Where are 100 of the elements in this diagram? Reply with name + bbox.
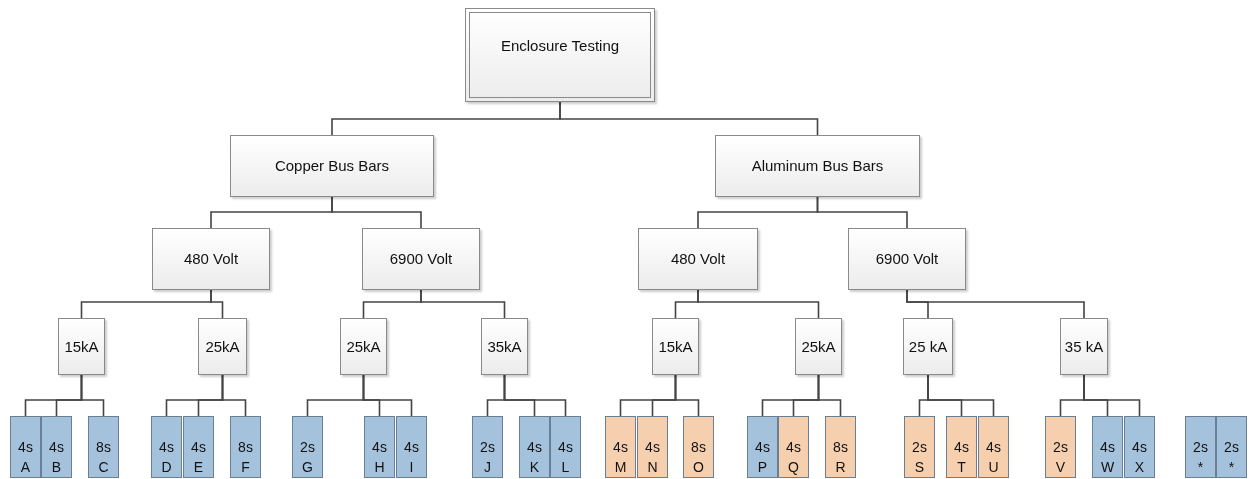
box-label: 35kA	[487, 337, 522, 356]
category-box	[848, 228, 966, 290]
test-cell	[1185, 416, 1216, 478]
duration-label: 8s	[833, 438, 848, 455]
duration-label: 8s	[238, 438, 253, 455]
test-id-label: H	[374, 458, 385, 475]
test-id-label: P	[757, 458, 768, 475]
category-box	[230, 135, 434, 197]
test-id-label: F	[241, 458, 250, 475]
connector-line	[331, 196, 422, 229]
box-label: 35 kA	[1064, 337, 1104, 356]
test-cell	[747, 416, 778, 478]
connector-line	[420, 289, 506, 319]
duration-label: 8s	[96, 438, 111, 455]
test-cell	[41, 416, 72, 478]
duration-label: 2s	[1193, 438, 1208, 455]
duration-label: 8s	[691, 438, 706, 455]
test-id-label: E	[193, 458, 204, 475]
test-cell	[550, 416, 581, 478]
test-id-label: V	[1055, 458, 1066, 475]
test-id-label: S	[914, 458, 925, 475]
duration-label: 2s	[300, 438, 315, 455]
category-box	[58, 318, 105, 375]
test-cell	[10, 416, 41, 478]
test-cell	[637, 416, 668, 478]
duration-label: 4s	[372, 438, 387, 455]
test-cell	[978, 416, 1009, 478]
test-cell	[946, 416, 977, 478]
connector-line	[362, 374, 413, 417]
category-box	[340, 318, 387, 375]
connector-line	[221, 374, 247, 417]
test-cell	[778, 416, 809, 478]
test-id-label: O	[693, 458, 704, 475]
test-cell	[825, 416, 856, 478]
test-id-label: C	[98, 458, 109, 475]
box-label: 6900 Volt	[389, 250, 453, 268]
category-box	[362, 228, 480, 290]
test-id-label: M	[614, 458, 627, 475]
test-cell	[1216, 416, 1247, 478]
connector-line	[817, 374, 842, 417]
category-box	[652, 318, 699, 375]
duration-label: 4s	[404, 438, 419, 455]
test-cell	[519, 416, 550, 478]
duration-label: 4s	[49, 438, 64, 455]
test-cell	[683, 416, 714, 478]
duration-label: 4s	[645, 438, 660, 455]
connector-line	[210, 289, 224, 319]
test-id-label: B	[51, 458, 62, 475]
box-label: 25kA	[801, 337, 836, 356]
category-box	[152, 228, 270, 290]
duration-label: 2s	[1224, 438, 1239, 455]
test-cell	[1124, 416, 1155, 478]
duration-label: 4s	[755, 438, 770, 455]
test-id-label: Q	[788, 458, 799, 475]
box-label: 6900 Volt	[875, 250, 939, 268]
connector-line	[80, 374, 105, 417]
test-id-label: R	[835, 458, 846, 475]
test-cell	[151, 416, 182, 478]
connector-line	[503, 374, 567, 417]
test-id-label: W	[1100, 458, 1115, 475]
box-label: Aluminum Bus Bars	[751, 157, 884, 175]
duration-label: 4s	[558, 438, 573, 455]
connector-line	[927, 374, 995, 417]
duration-label: 4s	[954, 438, 969, 455]
test-id-label: *	[1197, 458, 1204, 475]
category-box	[638, 228, 758, 290]
test-cell	[292, 416, 323, 478]
category-box	[903, 318, 953, 375]
box-label: 15kA	[658, 337, 693, 356]
test-cell	[605, 416, 636, 478]
box-label: 480 Volt	[670, 250, 726, 268]
category-box	[795, 318, 842, 375]
box-label: 25 kA	[908, 337, 948, 356]
test-cell	[1092, 416, 1123, 478]
duration-label: 2s	[1053, 438, 1068, 455]
test-cell	[1045, 416, 1076, 478]
duration-label: 4s	[786, 438, 801, 455]
test-cell	[230, 416, 261, 478]
test-id-label: K	[529, 458, 540, 475]
test-id-label: A	[20, 458, 31, 475]
category-box	[198, 318, 247, 375]
test-id-label: I	[409, 458, 414, 475]
box-label: 480 Volt	[183, 250, 239, 268]
connector-line	[674, 374, 700, 417]
test-cell	[904, 416, 935, 478]
duration-label: 4s	[159, 438, 174, 455]
test-id-label: G	[302, 458, 313, 475]
root-box	[465, 8, 655, 102]
duration-label: 4s	[191, 438, 206, 455]
connector-line	[697, 289, 820, 319]
duration-label: 4s	[1100, 438, 1115, 455]
category-box	[1060, 318, 1108, 375]
duration-label: 4s	[986, 438, 1001, 455]
test-cell	[183, 416, 214, 478]
test-id-label: N	[647, 458, 658, 475]
category-box	[481, 318, 528, 375]
test-id-label: U	[988, 458, 999, 475]
test-cell	[472, 416, 503, 478]
test-cell	[364, 416, 395, 478]
test-id-label: X	[1134, 458, 1145, 475]
